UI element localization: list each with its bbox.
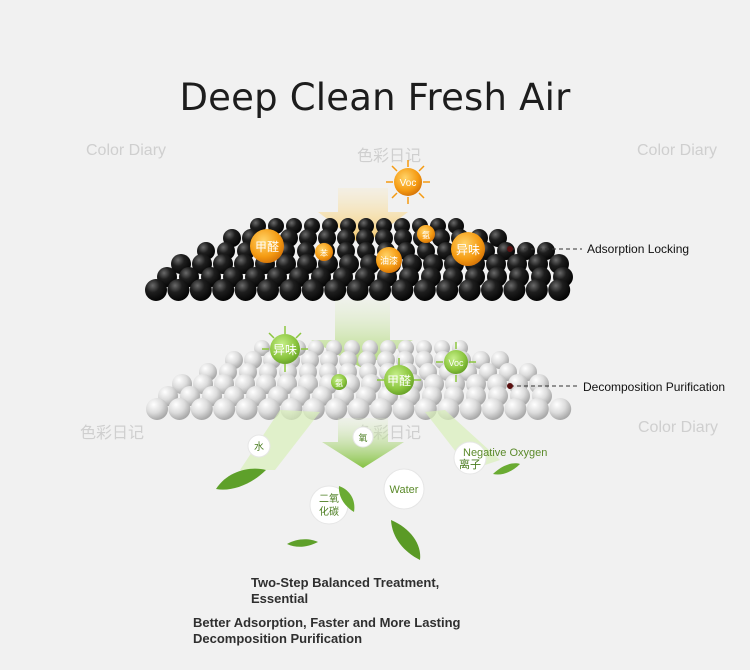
sphere — [212, 279, 235, 301]
label-adsorption-locking: Adsorption Locking — [587, 242, 690, 256]
sphere — [436, 279, 459, 301]
pollutant-formaldehyde-icon: 甲醛 — [250, 229, 284, 263]
caption-text: Decomposition Purification — [193, 631, 363, 646]
label-decomposition-purification: Decomposition Purification — [583, 380, 726, 394]
sphere — [370, 398, 392, 420]
pollutant-ammonia-icon: 氨 — [417, 225, 435, 243]
output-label: 离子 — [459, 457, 481, 471]
pollutant-odor-icon: 异味 — [451, 232, 485, 266]
sphere — [548, 279, 571, 301]
sphere — [526, 398, 549, 420]
output-label: 氧 — [358, 432, 367, 444]
sphere — [346, 279, 369, 301]
sphere — [168, 398, 191, 420]
pollutant-label: 甲醛 — [255, 239, 279, 254]
caption-text: Essential — [251, 591, 309, 606]
sphere — [413, 279, 436, 301]
sphere — [503, 279, 526, 301]
sphere — [458, 279, 481, 301]
watermark-chinese: 色彩日记 — [357, 148, 422, 165]
sphere — [481, 279, 503, 301]
particle-formaldehyde-icon: 甲醛 — [377, 358, 421, 395]
output-negative-oxygen-text: Negative Oxygen — [463, 447, 547, 459]
sphere — [167, 279, 190, 301]
leaf-icon — [493, 463, 520, 475]
sphere — [235, 398, 258, 420]
pollutant-benzene-icon: 苯 — [315, 243, 333, 261]
arrow-down-top — [318, 188, 408, 246]
caption-line-1: Two-Step Balanced Treatment, Essential — [251, 575, 439, 607]
sphere — [549, 398, 572, 420]
output-label: 化碳 — [319, 505, 339, 518]
sphere — [145, 279, 167, 301]
particle-ammonia-icon: 氨 — [331, 374, 347, 390]
leaf-icon — [391, 520, 421, 560]
sphere — [189, 279, 212, 301]
sphere — [146, 398, 168, 420]
sphere — [347, 398, 370, 420]
pollutant-paint-icon: 油漆 — [376, 247, 402, 273]
sphere — [234, 279, 257, 301]
leaf-icon — [216, 468, 266, 490]
sphere — [392, 398, 415, 420]
output-negative-ion-bubble: 离子 — [453, 441, 487, 475]
sphere — [301, 279, 324, 301]
output-water-cn-bubble: 水 — [247, 434, 271, 458]
leader-dot-top — [507, 246, 513, 252]
sphere — [504, 398, 527, 420]
sphere — [279, 279, 302, 301]
carbon-layer — [145, 218, 573, 301]
sphere — [324, 279, 347, 301]
output-label: 二氧 — [319, 492, 339, 505]
pollutant-label: 异味 — [456, 243, 480, 257]
sphere — [482, 398, 504, 420]
pollutant-label: 氨 — [422, 230, 430, 240]
output-water-bubble: Water — [383, 468, 425, 510]
caption-text: Two-Step Balanced Treatment, — [251, 575, 440, 590]
pollutant-label: 油漆 — [380, 255, 398, 267]
pollutant-label: 苯 — [320, 248, 328, 258]
watermark-chinese: 色彩日记 — [80, 425, 145, 442]
sphere — [213, 398, 236, 420]
page-title: Deep Clean Fresh Air — [179, 76, 571, 119]
sphere — [356, 229, 374, 247]
sphere — [489, 229, 507, 247]
leaf-icon — [287, 539, 318, 547]
sphere — [325, 398, 348, 420]
watermark-latin: Color Diary — [638, 419, 719, 436]
pollutant-voc-icon: Voc — [386, 160, 430, 204]
sphere — [257, 279, 279, 301]
sphere — [459, 398, 482, 420]
watermark-latin: Color Diary — [86, 142, 167, 159]
particle-label: 甲醛 — [387, 373, 411, 388]
sphere — [391, 279, 414, 301]
particle-label: Voc — [448, 358, 464, 368]
leaf-icon — [338, 486, 355, 512]
output-label: Water — [390, 484, 419, 496]
catalyst-layer — [146, 340, 572, 420]
output-label: 水 — [254, 441, 264, 453]
pollutant-label: Voc — [400, 178, 417, 189]
sphere — [337, 229, 355, 247]
sphere — [525, 279, 548, 301]
sphere — [254, 340, 270, 356]
sphere — [369, 279, 391, 301]
particle-odor-icon: 异味 — [262, 326, 308, 372]
caption-line-2: Better Adsorption, Faster and More Lasti… — [193, 615, 461, 647]
output-co2-bubble: 二氧 化碳 — [309, 485, 349, 525]
leader-dot-bottom — [507, 383, 513, 389]
caption-text: Better Adsorption, Faster and More Lasti… — [193, 615, 461, 630]
watermark-latin: Color Diary — [637, 142, 718, 159]
sphere — [318, 229, 336, 247]
particle-voc-icon: Voc — [436, 342, 476, 382]
sphere — [190, 398, 213, 420]
output-oxygen-bubble: 氧 — [352, 426, 374, 448]
particle-label: 氨 — [335, 378, 343, 388]
particle-label: 异味 — [273, 343, 297, 357]
sphere — [258, 398, 280, 420]
